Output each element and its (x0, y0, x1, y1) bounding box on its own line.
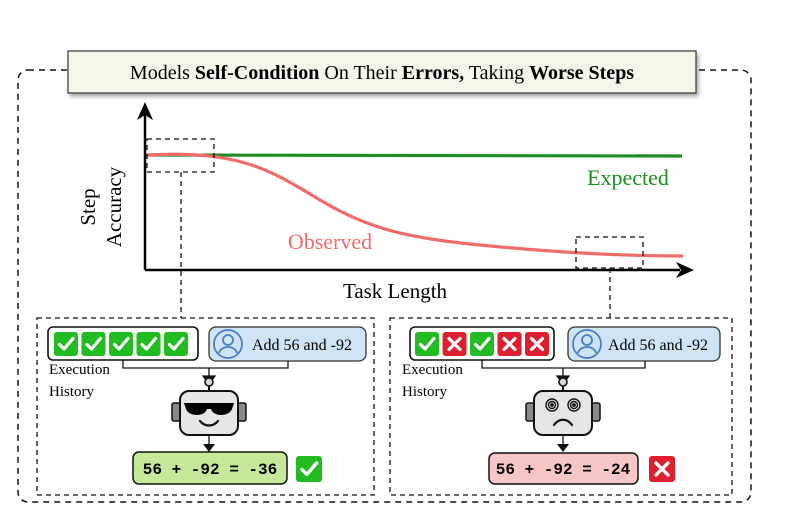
cross-icon (649, 456, 675, 482)
left-answer-box: 56 + -92 = -36 (132, 451, 288, 485)
expected-label: Expected (587, 165, 669, 190)
cross-icon (525, 332, 549, 356)
cool-robot-icon (171, 377, 247, 436)
dizzy-robot-icon (525, 377, 601, 436)
check-icon (54, 332, 78, 356)
right-history-label-2: History (402, 384, 448, 400)
y-axis-label-line1: Step (76, 188, 100, 225)
x-axis-label: Task Length (343, 279, 448, 303)
left-history-strip (47, 326, 199, 361)
zoom-box-start (146, 138, 215, 173)
left-history-label-1: Execution (49, 362, 110, 378)
observed-label: Observed (288, 229, 372, 254)
left-prompt-bubble: Add 56 and -92 (208, 326, 367, 362)
banner-text-2: On Their (319, 62, 401, 84)
left-robot-arrowhead (203, 444, 215, 452)
cross-icon (442, 332, 467, 356)
chart-axes (137, 102, 694, 278)
title-banner (67, 50, 697, 94)
banner-bold-3: Worse Steps (529, 62, 634, 84)
right-result-icon (649, 456, 675, 482)
check-icon (296, 456, 322, 482)
banner-title: Models Self-Condition On Their Errors, T… (130, 62, 634, 84)
check-icon (415, 332, 439, 356)
right-answer-box: 56 + -92 = -24 (488, 452, 639, 485)
check-icon (81, 332, 106, 356)
x-axis-arrow (676, 262, 694, 278)
check-icon (109, 332, 133, 356)
right-prompt-text: Add 56 and -92 (608, 337, 708, 354)
banner-bold-2: Errors, (402, 62, 464, 84)
user-icon (572, 329, 602, 359)
right-robot-arrowhead (557, 444, 569, 452)
banner-text-1: Models (130, 62, 195, 84)
left-prompt-text: Add 56 and -92 (252, 337, 352, 354)
banner-text-3: Taking (464, 62, 529, 84)
cross-icon (497, 332, 522, 356)
right-prompt-bubble: Add 56 and -92 (567, 326, 721, 362)
zoom-box-end (575, 236, 644, 269)
check-icon (136, 332, 161, 356)
observed-curve (146, 152, 684, 258)
left-result-icon (296, 456, 322, 482)
check-icon (470, 332, 494, 356)
expected-curve (146, 153, 683, 158)
left-panel (36, 317, 375, 496)
check-icon (164, 332, 188, 356)
left-history-label-2: History (49, 384, 95, 400)
user-icon (213, 329, 243, 359)
left-answer-text: 56 + -92 = -36 (143, 461, 277, 479)
right-panel (389, 317, 733, 496)
dizzy-eye-left (545, 398, 559, 412)
y-axis-label-line2: Accuracy (102, 166, 126, 247)
dizzy-eye-right (567, 398, 581, 412)
y-axis-arrow (137, 102, 153, 120)
right-history-strip (409, 326, 555, 361)
right-history-label-1: Execution (402, 362, 463, 378)
banner-bold-1: Self-Condition (195, 62, 319, 84)
right-answer-text: 56 + -92 = -24 (496, 461, 631, 479)
